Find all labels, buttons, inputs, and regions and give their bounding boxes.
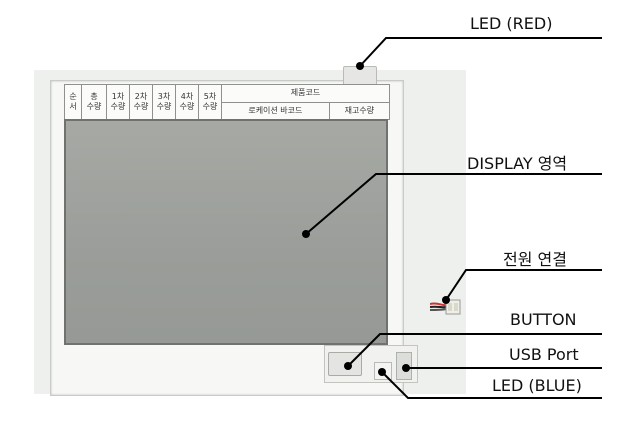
strip-c1-line2: 수량	[110, 102, 126, 111]
label-button: BUTTON	[510, 310, 577, 329]
strip-seq-line2: 서	[69, 102, 77, 111]
leader-display	[305, 173, 602, 235]
dot-usb	[402, 364, 410, 372]
dot-led-blue	[378, 368, 386, 376]
strip-c1-line1: 1차	[111, 92, 125, 101]
display-area	[64, 119, 388, 345]
strip-col-total: 총 수량	[82, 85, 107, 119]
dot-button	[344, 362, 352, 370]
strip-col-2: 2차 수량	[130, 85, 153, 119]
strip-c3-line2: 수량	[156, 102, 172, 111]
strip-col-product: 제품코드 로케이션 바코드 재고수량	[222, 85, 389, 119]
strip-c4-line2: 수량	[179, 102, 195, 111]
dot-display	[302, 230, 310, 238]
strip-c5-line1: 5차	[203, 92, 217, 101]
label-display: DISPLAY 영역	[467, 154, 568, 173]
strip-location-barcode: 로케이션 바코드	[222, 102, 330, 119]
dot-power	[442, 296, 450, 304]
strip-c3-line1: 3차	[157, 92, 171, 101]
strip-col-seq: 순 서	[65, 85, 82, 119]
strip-product-code: 제품코드	[222, 85, 389, 103]
strip-total-line2: 수량	[86, 102, 102, 111]
strip-col-4: 4차 수량	[176, 85, 199, 119]
strip-total-line1: 총	[90, 92, 98, 101]
strip-c5-line2: 수량	[202, 102, 218, 111]
strip-c2-line1: 2차	[134, 92, 148, 101]
label-usb: USB Port	[509, 345, 579, 364]
strip-c4-line1: 4차	[180, 92, 194, 101]
label-strip: 순 서 총 수량 1차 수량 2차 수량 3차 수량 4차 수량 5차 수량 제…	[64, 84, 390, 120]
power-connector	[430, 299, 461, 315]
label-led-blue: LED (BLUE)	[492, 376, 582, 395]
strip-col-3: 3차 수량	[153, 85, 176, 119]
strip-col-5: 5차 수량	[199, 85, 222, 119]
strip-stock-qty: 재고수량	[344, 105, 375, 115]
label-power: 전원 연결	[503, 250, 567, 269]
strip-col-1: 1차 수량	[107, 85, 130, 119]
label-led-red: LED (RED)	[470, 14, 553, 33]
leader-power	[445, 269, 602, 301]
leader-led-blue	[381, 371, 602, 399]
dot-led-red	[356, 62, 364, 70]
leader-button	[347, 333, 602, 367]
strip-c2-line2: 수량	[133, 102, 149, 111]
strip-seq-line1: 순	[69, 92, 77, 101]
strip-bottom-row: 로케이션 바코드 재고수량	[222, 102, 389, 119]
leader-led-red	[359, 37, 602, 67]
